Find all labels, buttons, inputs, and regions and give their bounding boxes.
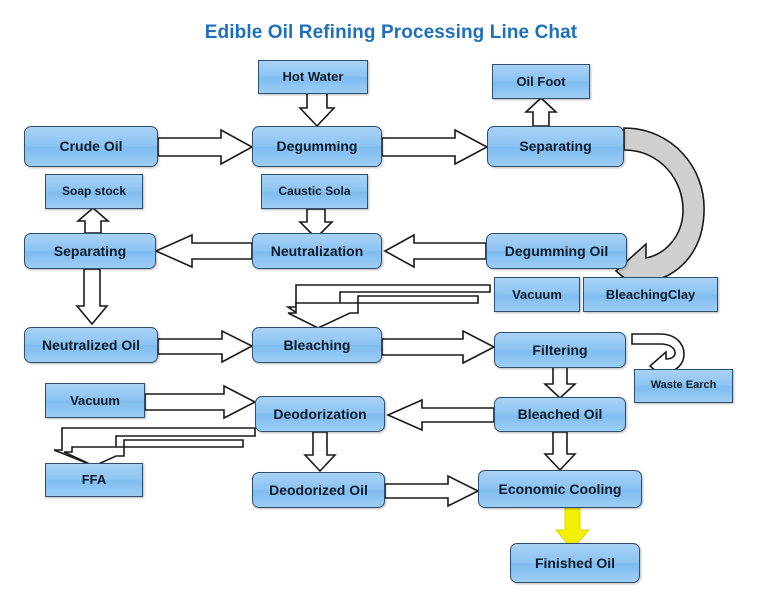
node-neutralized-oil[interactable]: Neutralized Oil: [24, 327, 158, 363]
node-neutralization[interactable]: Neutralization: [252, 233, 382, 269]
node-label: Filtering: [532, 341, 588, 358]
node-label: FFA: [81, 472, 107, 488]
arrow-bleaching-to-filtering: [381, 329, 496, 365]
node-label: Hot Water: [282, 69, 344, 85]
node-label: Neutralized Oil: [41, 336, 141, 353]
node-label: Economic Cooling: [498, 480, 622, 497]
node-label: Separating: [519, 138, 592, 155]
arrow-filtering-to-bleached-oil: [542, 366, 578, 400]
page-title: Edible Oil Refining Processing Line Chat: [204, 22, 578, 43]
node-bleaching-clay[interactable]: BleachingClay: [583, 277, 718, 312]
node-economic-cooling[interactable]: Economic Cooling: [478, 470, 642, 508]
node-label: Bleached Oil: [517, 406, 603, 423]
node-label: Oil Foot: [516, 73, 566, 89]
node-finished-oil[interactable]: Finished Oil: [510, 543, 640, 583]
arrow-crude-oil-to-degumming: [157, 128, 254, 166]
node-label: Vacuum: [70, 392, 120, 408]
node-label: Vacuum: [512, 286, 562, 302]
node-soap-stock[interactable]: Soap stock: [45, 174, 143, 209]
node-label: Finished Oil: [534, 554, 616, 571]
node-degumming[interactable]: Degumming: [252, 126, 382, 167]
node-ffa[interactable]: FFA: [45, 463, 143, 497]
node-label: Degumming Oil: [504, 242, 609, 259]
node-deodorized-oil[interactable]: Deodorized Oil: [252, 472, 385, 508]
node-label: Waste Earch: [650, 379, 717, 392]
node-label: Soap stock: [61, 184, 127, 199]
node-vacuum-2[interactable]: Vacuum: [45, 383, 145, 418]
arrow-bleaching-clay-to-bleaching: [287, 295, 479, 329]
node-label: Caustic Sola: [278, 184, 351, 199]
node-label: Crude Oil: [59, 138, 123, 155]
node-caustic-sola[interactable]: Caustic Sola: [261, 174, 368, 209]
arrow-deodorized-oil-to-economic-cooling: [384, 474, 480, 508]
node-label: Degumming: [276, 138, 358, 155]
arrow-bleached-oil-to-deodorization: [386, 398, 495, 432]
node-label: Neutralization: [270, 242, 364, 259]
node-label: Deodorized Oil: [269, 481, 368, 498]
arrow-bleached-oil-to-economic-cooling: [543, 431, 577, 472]
node-filtering[interactable]: Filtering: [494, 332, 626, 368]
arrow-vacuum1-to-bleaching: [285, 284, 491, 328]
node-label: Bleaching: [283, 336, 351, 353]
arrow-degumming-oil-to-neutralization: [383, 233, 487, 269]
node-vacuum-1[interactable]: Vacuum: [494, 277, 580, 312]
node-separating-top[interactable]: Separating: [487, 126, 624, 167]
arrow-hot-water-to-degumming: [298, 92, 336, 128]
node-separating-mid[interactable]: Separating: [24, 233, 156, 269]
arrow-neutralized-oil-to-bleaching: [157, 329, 254, 364]
node-hot-water[interactable]: Hot Water: [258, 60, 368, 94]
arrow-vacuum2-to-deodorization: [144, 384, 257, 420]
node-crude-oil[interactable]: Crude Oil: [24, 126, 158, 167]
node-label: Separating: [53, 242, 127, 259]
node-oil-foot[interactable]: Oil Foot: [492, 64, 590, 99]
arrow-separating-to-soap-stock: [75, 206, 111, 234]
node-deodorization[interactable]: Deodorization: [255, 396, 385, 432]
node-bleached-oil[interactable]: Bleached Oil: [494, 397, 626, 432]
arrow-neutralization-to-separating: [154, 233, 253, 269]
node-degumming-oil[interactable]: Degumming Oil: [486, 233, 627, 269]
node-label: Deodorization: [273, 405, 367, 422]
arrow-separating-to-neutralized-oil: [75, 268, 109, 326]
arrow-degumming-to-separating: [381, 128, 489, 166]
node-waste-earch[interactable]: Waste Earch: [634, 369, 733, 403]
arrow-deodorization-to-deodorized-oil: [303, 431, 337, 473]
arrow-separating-to-degumming-oil-curve: [614, 127, 705, 298]
node-label: BleachingClay: [605, 286, 696, 302]
arrow-separating-to-oil-foot: [523, 96, 559, 127]
arrow-deodorization-to-ffa-upper: [53, 427, 256, 467]
node-bleaching[interactable]: Bleaching: [252, 327, 382, 363]
